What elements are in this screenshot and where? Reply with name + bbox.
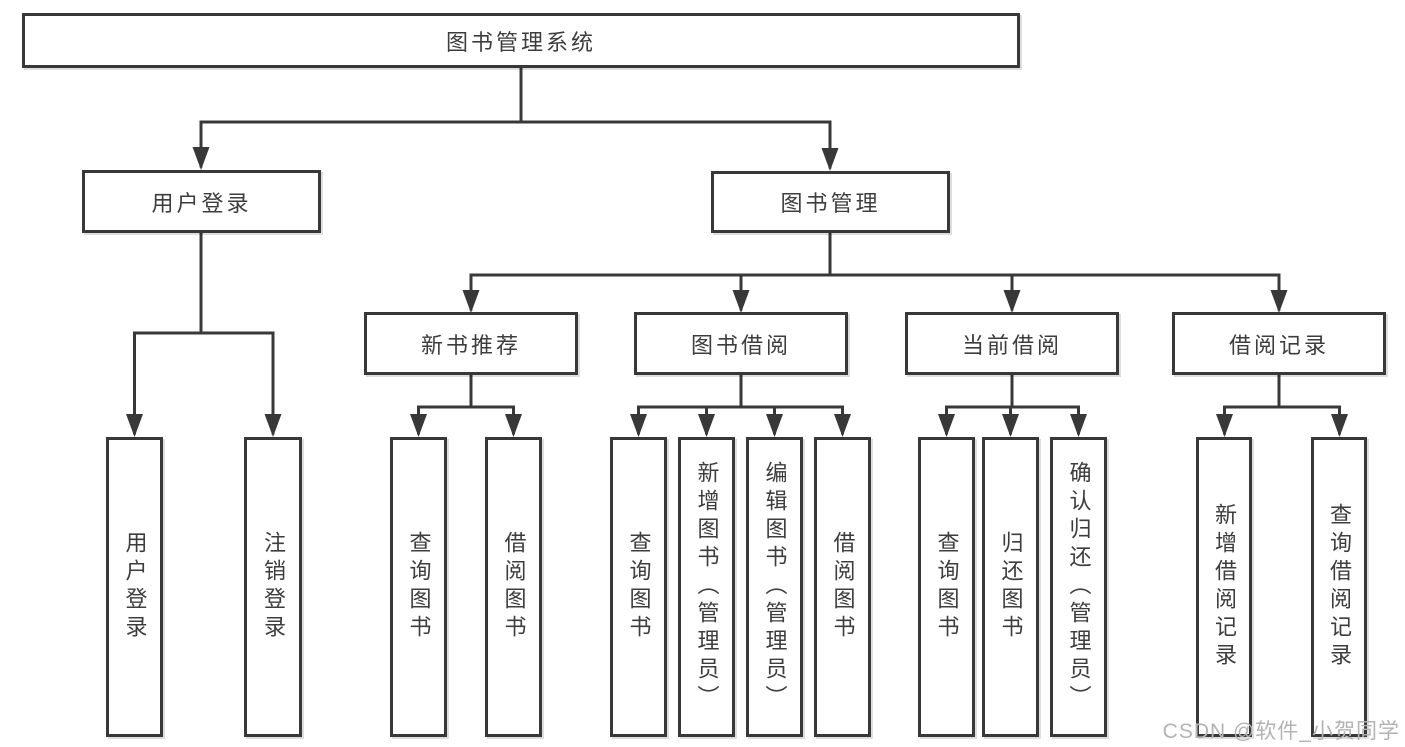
node-root-label: 图书管理系统 xyxy=(445,29,596,55)
leaf-edit-book-admin-label: 编辑图书（管理员） xyxy=(762,461,788,713)
node-root: 图书管理系统 xyxy=(22,13,1020,68)
leaf-query-borrow-record-label: 查询借阅记录 xyxy=(1327,503,1352,671)
node-borrow-records-label: 借阅记录 xyxy=(1228,332,1329,358)
leaf-edit-book-admin: 编辑图书（管理员） xyxy=(746,437,803,737)
leaf-borrow-books-recommend: 借阅图书 xyxy=(485,437,542,737)
leaf-borrow-books-borrowing: 借阅图书 xyxy=(814,437,871,737)
node-book-borrowing: 图书借阅 xyxy=(634,312,848,375)
leaf-query-books-recommend: 查询图书 xyxy=(390,437,447,737)
leaf-logout: 注销登录 xyxy=(244,437,302,737)
leaf-return-book-label: 归还图书 xyxy=(998,531,1024,643)
leaf-return-book: 归还图书 xyxy=(982,437,1039,737)
csdn-watermark: CSDN @软件_小贺同学 xyxy=(1162,720,1400,743)
node-new-book-recommend-label: 新书推荐 xyxy=(420,332,521,358)
leaf-query-books-current: 查询图书 xyxy=(918,437,975,737)
node-new-book-recommend: 新书推荐 xyxy=(364,312,578,375)
node-current-borrowing-label: 当前借阅 xyxy=(961,332,1062,358)
leaf-user-login: 用户登录 xyxy=(106,437,163,737)
leaf-query-books-recommend-label: 查询图书 xyxy=(406,531,432,643)
leaf-query-books-borrowing-label: 查询图书 xyxy=(626,531,652,643)
node-book-management: 图书管理 xyxy=(711,171,950,233)
leaf-borrow-books-recommend-label: 借阅图书 xyxy=(501,531,527,643)
leaf-add-book-admin-label: 新增图书（管理员） xyxy=(694,461,720,713)
node-current-borrowing: 当前借阅 xyxy=(905,312,1119,375)
leaf-user-login-label: 用户登录 xyxy=(122,531,148,643)
node-user-login: 用户登录 xyxy=(82,170,321,233)
leaf-query-books-current-label: 查询图书 xyxy=(934,531,960,643)
node-book-borrowing-label: 图书借阅 xyxy=(690,332,791,358)
leaf-add-book-admin: 新增图书（管理员） xyxy=(678,437,735,737)
connector-arrowheads xyxy=(126,147,1348,437)
node-user-login-label: 用户登录 xyxy=(151,190,252,216)
leaf-add-borrow-record-label: 新增借阅记录 xyxy=(1212,503,1237,671)
leaf-add-borrow-record: 新增借阅记录 xyxy=(1196,437,1252,737)
leaf-query-borrow-record: 查询借阅记录 xyxy=(1311,437,1367,737)
leaf-logout-label: 注销登录 xyxy=(261,531,286,643)
node-borrow-records: 借阅记录 xyxy=(1172,312,1386,375)
connector-lines xyxy=(133,66,1341,435)
leaf-query-books-borrowing: 查询图书 xyxy=(610,437,667,737)
leaf-confirm-return-admin: 确认归还（管理员） xyxy=(1050,437,1107,737)
node-book-management-label: 图书管理 xyxy=(780,191,881,216)
leaf-confirm-return-admin-label: 确认归还（管理员） xyxy=(1066,461,1092,713)
leaf-borrow-books-borrowing-label: 借阅图书 xyxy=(830,531,856,643)
